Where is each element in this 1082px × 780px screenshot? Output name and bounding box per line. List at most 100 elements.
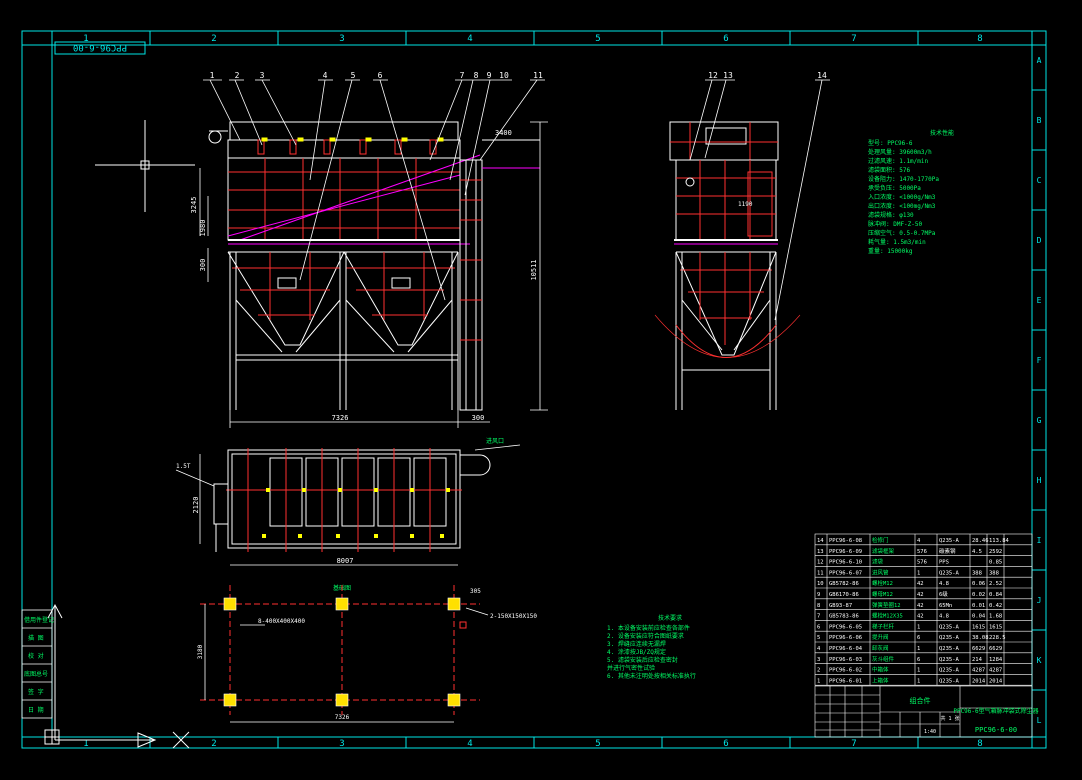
col-label: 6: [723, 34, 728, 44]
col-label: 7: [851, 34, 856, 44]
dim-plan-length: 8007: [337, 557, 354, 565]
row-label: J: [1037, 596, 1042, 605]
bom-cell: 弹簧垫圈12: [872, 601, 901, 609]
bom-cell: 2014: [972, 678, 986, 684]
bom-cell: PPC96-6-03: [829, 657, 862, 663]
bom-cell: Q235-A: [939, 657, 960, 663]
technical-notes: 技术要求 1. 本设备安装前应检查各部件 2. 设备安装应符合图纸要求 3. 焊…: [607, 614, 696, 680]
bom-cell: 6级: [939, 590, 948, 598]
bom-cell: PPC96-6-08: [829, 538, 862, 544]
side-elevation: 1190: [654, 121, 801, 410]
bom-cell: 28.46: [972, 538, 989, 544]
notes-title: 技术要求: [658, 614, 682, 622]
bom-cell: 2014: [989, 678, 1003, 684]
note-line: 5. 滤袋安装后应检查密封: [607, 656, 678, 664]
title-name: PPC96-6型气箱脉冲袋式除尘器: [953, 707, 1038, 715]
bom-cell: 检修门: [872, 536, 889, 544]
bom-cell: 12: [817, 560, 824, 566]
stamp-label: 日 期: [28, 706, 44, 714]
bom-cell: Q235-A: [939, 678, 960, 684]
spec-line: 脉冲阀: DMF-Z-50: [868, 220, 923, 228]
bom-cell: 4: [917, 538, 921, 544]
bom-cell: 4287: [972, 668, 985, 674]
foundation-pipe-note: 2-150X150X150: [490, 613, 537, 620]
bom-cell: 4.5: [972, 549, 982, 555]
bom-cell: 42: [917, 581, 924, 587]
bom-cell: 6629: [989, 646, 1002, 652]
stamp-label: 签 字: [28, 688, 44, 696]
bom-cell: 214: [972, 657, 983, 663]
bom-cell: PPC96-6-05: [829, 624, 862, 630]
bom-cell: 576: [917, 549, 927, 555]
note-line: 4. 涂漆按JB/ZQ规定: [607, 648, 666, 656]
bom-cell: 1.68: [989, 614, 1002, 620]
row-label: F: [1037, 356, 1042, 365]
bom-cell: 4287: [989, 668, 1002, 674]
row-label: K: [1037, 656, 1042, 665]
balloon-labels-side: 12 13 14: [708, 71, 827, 80]
balloon-labels-front: 1 2 3 4 5 6 7 8 9 10 11: [210, 71, 543, 80]
bom-cell: 388: [972, 570, 982, 576]
spec-line: 压缩空气: 0.5-0.7MPa: [868, 229, 936, 237]
row-label: B: [1037, 116, 1042, 125]
balloon-leaders-side: [689, 79, 830, 321]
bom-cell: 2: [817, 668, 820, 674]
front-elevation: 7326 300 10511 3245 1980 300 3400: [190, 121, 548, 428]
bom-cell: 螺母M12: [872, 590, 893, 598]
bom-cell: 1284: [989, 657, 1003, 663]
bom-cell: 42: [917, 592, 924, 598]
bom-cell: PPC96-6-09: [829, 549, 862, 555]
bom-cell: 576: [917, 560, 927, 566]
bom-cell: 螺栓M12: [872, 579, 893, 587]
bom-cell: 6: [817, 624, 820, 630]
bom-cell: 1615: [972, 624, 985, 630]
bom-cell: 1: [917, 668, 920, 674]
plan-inlet-note: 进风口: [486, 437, 504, 445]
col-label: 5: [595, 739, 600, 749]
title-scale: 1:40: [924, 729, 936, 735]
dim-front-mid: 1980: [199, 220, 207, 237]
bom-table: [814, 533, 1033, 686]
row-label: G: [1037, 416, 1042, 425]
title-code: PPC96-6-00: [975, 726, 1017, 734]
col-label: 4: [467, 34, 472, 44]
bom-cell: 4.8: [939, 614, 949, 620]
bom-cell: 0.01: [972, 603, 985, 609]
dim-front-top-note: 3400: [495, 129, 512, 137]
bom-cell: 0.84: [989, 592, 1003, 598]
ucs-axis-icon: [44, 603, 190, 749]
bom-cell: 7: [817, 614, 820, 620]
specs-block: 技术性能 型号: PPC96-6 处理风量: 39600m3/h 过滤风速: 1…: [868, 129, 954, 255]
spec-line: 设备阻力: 1470-1770Pa: [868, 175, 939, 183]
balloon-label: 10: [499, 71, 509, 80]
drawing-code-box: PPC96-6-00: [54, 41, 146, 55]
bom-cell: 388: [989, 570, 999, 576]
balloon-label: 11: [533, 71, 543, 80]
bom-cell: 11: [817, 570, 824, 576]
left-stamp-labels: 借用件登记 描 图 校 对 底图总号 签 字 日 期: [24, 616, 54, 714]
spec-line: 处理风量: 39600m3/h: [868, 148, 932, 156]
dim-front-width: 7326: [332, 414, 349, 422]
bom-cell: PPC96-6-01: [829, 678, 862, 684]
bom-cell: 1: [817, 678, 820, 684]
note-line: 1. 本设备安装前应检查各部件: [607, 624, 690, 632]
bom-cell: 1: [917, 624, 920, 630]
spec-line: 滤袋面积: 576: [868, 166, 910, 174]
spec-line: 型号: PPC96-6: [868, 139, 913, 147]
bom-cell: 3: [817, 657, 820, 663]
col-label: 2: [211, 34, 216, 44]
bom-cell: 上箱体: [872, 676, 889, 684]
stamp-label: 借用件登记: [24, 616, 54, 624]
bom-cell: PPC96-6-10: [829, 560, 862, 566]
bom-cell: 42: [917, 614, 924, 620]
drawing-code-rotated: PPC96-6-00: [73, 42, 127, 52]
bom-cell: 4: [817, 646, 821, 652]
bom-cell: Q235-A: [939, 668, 960, 674]
note-line: 2. 设备安装应符合图纸要求: [607, 632, 684, 640]
balloon-label: 3: [260, 71, 265, 80]
dim-side-width: 1190: [738, 201, 753, 208]
stamp-label: 底图总号: [24, 670, 48, 678]
bom-cell: Q235-A: [939, 538, 960, 544]
dim-front-lower: 300: [199, 259, 207, 272]
